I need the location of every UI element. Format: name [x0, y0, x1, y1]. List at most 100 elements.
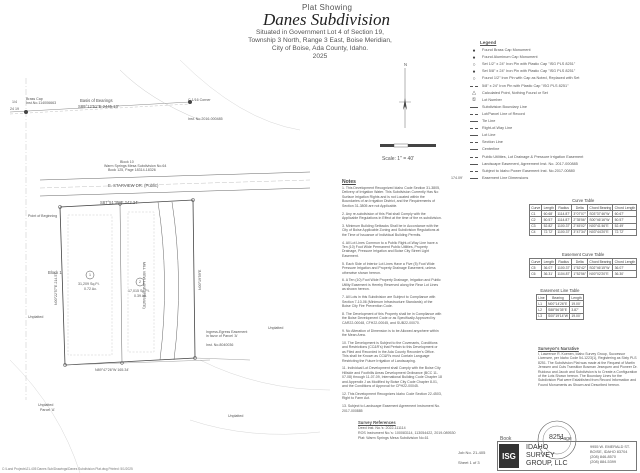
note-item: 8. The Development of this Property shal…	[342, 311, 442, 325]
brass-cap-label: Brass Cap	[26, 97, 43, 101]
isg-logo-text: ISG	[502, 451, 516, 461]
notes-title: Notes	[342, 179, 356, 185]
curve-table-cell: 72.72'	[541, 228, 557, 236]
legend-item-label: Public Utilities, Lot Drainage & Pressur…	[482, 154, 584, 159]
easement-line-table-title: Easement Line Table	[540, 288, 580, 293]
survey-ref-line-1: Deed Inst. No.'s: 2022-111114	[358, 426, 406, 430]
header-line-4: 2025	[312, 53, 328, 60]
book-label: Book	[500, 436, 512, 442]
curve-table-cell: N03°44'20"E	[587, 228, 614, 236]
unplatted-label-2: Unplatted	[268, 326, 284, 330]
easement-line-table-cell: S00°19'14"W	[545, 312, 571, 320]
legend-item-label: Subject to Idaho Power Easement Inst. No…	[482, 168, 575, 173]
legend-symbol-icon: ●	[472, 54, 476, 61]
north-label: N	[404, 62, 408, 67]
bottom-boundary-bearing: N89°47'26"W 165.34'	[95, 368, 130, 372]
easement-line-table-cell: L3	[536, 312, 547, 320]
lot-2-area: 17,015 Sq.Ft.	[128, 289, 150, 293]
company-address-2: BOISE, IDAHO 83704	[590, 450, 628, 454]
plat-showing-label: Plat Showing	[302, 3, 353, 12]
unplatted-label-4: Unplatted	[28, 315, 44, 319]
company-phone: (208) 846-8570	[590, 455, 616, 459]
job-number: Job No. 21-405	[458, 450, 486, 455]
scale-dimension: 174.09'	[451, 176, 463, 180]
easement-curve-table-cell: 1104.87'	[555, 270, 573, 278]
corner-section-label: 24 19	[10, 107, 19, 111]
company-line-1: IDAHO	[526, 444, 549, 451]
street-bearing-label: S87°51'35"E 242.24'	[100, 200, 139, 205]
header-line-2: Township 3 North, Range 3 East, Boise Me…	[248, 37, 392, 44]
legend-item-label: Found 1/2" Iron Pin with Cap as Noted, R…	[482, 76, 580, 81]
legend-symbol-icon: ●	[472, 68, 476, 75]
lot-1-acres: 0.72 Ac.	[84, 287, 97, 291]
legend-item-label: Found Aluminum Cap Monument	[482, 55, 538, 60]
legend-symbol-icon	[470, 140, 478, 145]
lot-1-number: 1	[89, 273, 91, 277]
legend-item-label: Lot Line	[482, 133, 496, 138]
legend-symbol-icon	[470, 119, 478, 124]
company-line-2: SURVEY	[526, 452, 555, 459]
private-lane-label: MILL VIEW LANE (PRIVATE)	[142, 262, 146, 309]
unplatted-label-3: Unplatted	[228, 414, 244, 418]
block-10-sub: Warm Springs Mesa Subdivision No.64	[104, 164, 167, 168]
easement-curve-table-cell: 36.31'	[541, 270, 557, 278]
legend-symbol-icon	[470, 162, 478, 167]
company-address-1: 9955 W. EMERALD ST.	[590, 445, 630, 449]
page-label: Page	[560, 436, 572, 442]
legend-item-label: Calculated Point, Nothing Found or Set	[482, 90, 548, 95]
title-block	[497, 441, 637, 471]
sheet-number: Sheet 1 of 3	[458, 460, 480, 465]
legend-symbol-icon: ●	[472, 47, 476, 54]
curve-table-cell: 72.72'	[612, 228, 638, 236]
brass-cap-inst: Inst.No.114006663	[26, 101, 57, 105]
header-line-3: City of Boise, Ada County, Idaho.	[271, 45, 369, 52]
easement-curve-table-cell: C6	[528, 270, 543, 278]
sixteenth-corner-inst: Inst. No.2016-000485	[188, 117, 223, 121]
legend-item-label: Easement Line Dimensions	[482, 175, 529, 180]
survey-ref-line-3: Plat: Warm Springs Mesa Subdivision No.6…	[358, 436, 429, 440]
legend-item-label: Right-of-Way Line	[482, 126, 513, 131]
legend-item-label: Landscape Easement, Agreement Inst. No. …	[482, 161, 578, 166]
legend-item-label: Lot/Parcel Line of Record	[482, 111, 525, 116]
unplatted-label-1: Unplatted	[38, 403, 54, 407]
legend-symbol-icon	[470, 112, 478, 117]
note-item: 9. No Alteration of Dimension is to be A…	[342, 328, 439, 337]
block-10-label: Block 10	[120, 160, 134, 164]
legend-item-label: Set 5/8" x 24" Iron Pin with Plastic Cap…	[482, 69, 576, 74]
lot-1-area: 31,209 Sq.Ft.	[78, 282, 100, 286]
company-fax: (208) 884-5399	[590, 460, 616, 464]
point-of-beginning-label: Point of Beginning	[28, 214, 58, 218]
note-item: 4. All Lot Lines Common to a Public Righ…	[342, 240, 438, 258]
legend-item-label: Tie Line	[482, 119, 496, 123]
street-name-label: E. STARVIEW DR. (Public)	[108, 183, 159, 188]
plat-map-drawing	[9, 60, 331, 473]
easement-curve-table-cell: N00°02'20"E	[587, 270, 614, 278]
header-line-1: Situated in Government Lot 4 of Section …	[256, 29, 384, 36]
surveyor-seal	[537, 420, 577, 460]
note-item: 11. Individual Lot Development shall Com…	[342, 366, 442, 389]
curve-table-title: Curve Table	[572, 198, 595, 203]
lot-2-number: 2	[139, 280, 141, 284]
note-item: 3. Minimum Building Setbacks Shall be in…	[342, 223, 440, 237]
basis-bearing-value: S89°12'51"E 2445.13'	[78, 104, 119, 109]
curve-table-cell: C4	[528, 228, 543, 236]
legend-symbol-icon	[470, 105, 478, 110]
legend-symbol-icon	[470, 133, 478, 138]
note-item: 2. Any re-subdivision of this Plat shall…	[342, 211, 442, 220]
sixteenth-corner-label: C 1/16 Corner	[188, 98, 211, 102]
easement-line-table-cell: 19.00'	[569, 312, 584, 320]
legend-item-label: Centerline	[482, 147, 500, 152]
legend-symbol-icon: ①	[471, 97, 477, 104]
lot-2-acres: 0.39 Ac.	[134, 294, 147, 298]
parcel-a-label: Parcel 'A'	[40, 408, 55, 412]
legend-symbol-icon: ○	[472, 61, 476, 68]
east-boundary-bearing: N00°19'59"E	[198, 269, 202, 290]
note-item: 13. Subject to Landscape Easement Agreem…	[342, 404, 441, 413]
note-item: 12. This Development Recognizes Idaho Co…	[342, 391, 442, 401]
isg-logo: ISG	[499, 444, 519, 468]
